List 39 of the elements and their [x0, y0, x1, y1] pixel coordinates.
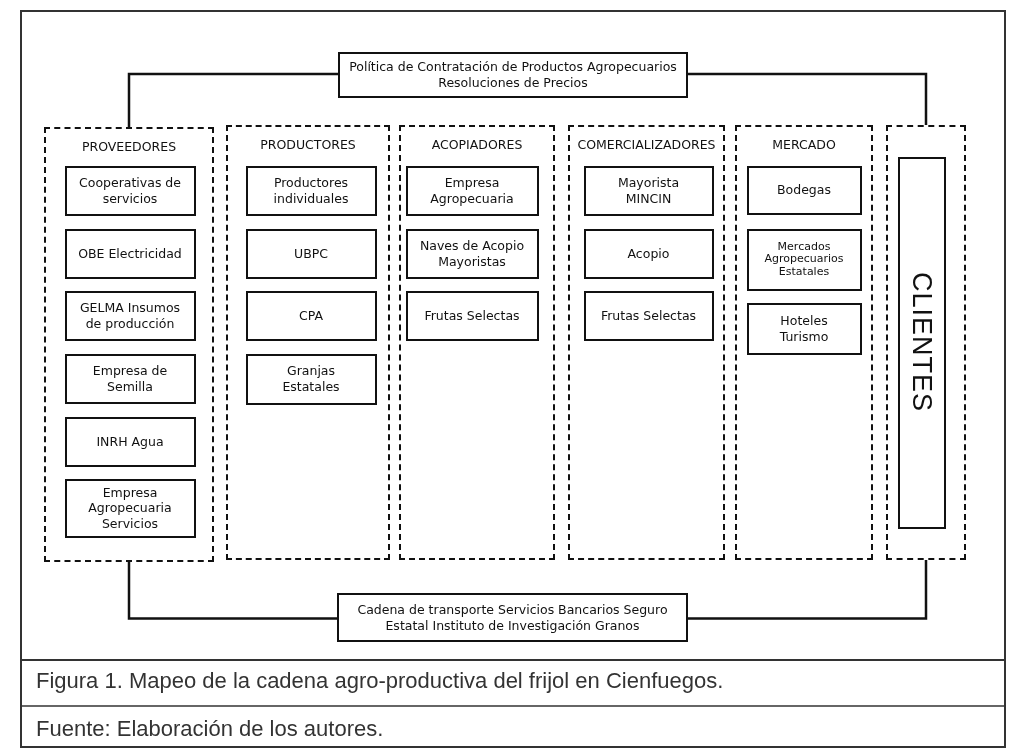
- dashed-column-frame: [44, 127, 214, 562]
- connector-line: [688, 72, 928, 125]
- actor-box: OBE Electricidad: [64, 228, 196, 279]
- column-heading: MERCADO: [771, 137, 837, 152]
- dashed-column-frame: [886, 125, 966, 560]
- actor-box: UBPC: [245, 228, 377, 279]
- info-box: Cadena de transporte Servicios Bancarios Seguro Estatal Instituto de Investigación Granos: [337, 593, 688, 642]
- column-heading: ACOPIADORES: [430, 137, 524, 152]
- actor-box: CLIENTES: [897, 156, 946, 529]
- actor-box: Productores individuales: [245, 165, 377, 216]
- actor-box: Hoteles Turismo: [746, 302, 862, 355]
- dashed-column-frame: [735, 125, 873, 560]
- column-heading: COMERCIALIZADORES: [576, 137, 717, 152]
- dashed-column-frame: [226, 125, 390, 560]
- figure-caption: Figura 1. Mapeo de la cadena agro-productiva del frijol en Cienfuegos.: [36, 668, 724, 694]
- actor-box: Bodegas: [746, 165, 862, 215]
- actor-box: Naves de Acopio Mayoristas: [405, 228, 539, 279]
- actor-box: GELMA Insumos de producción: [64, 290, 196, 341]
- actor-box: Granjas Estatales: [245, 353, 377, 405]
- actor-box: Frutas Selectas: [583, 290, 714, 341]
- actor-box: Mayorista MINCIN: [583, 165, 714, 216]
- source-note: Fuente: Elaboración de los autores.: [36, 716, 384, 742]
- connector-line: [127, 72, 338, 127]
- actor-box: Mercados Agropecuarios Estatales: [746, 228, 862, 291]
- dashed-column-frame: [399, 125, 555, 560]
- actor-box: INRH Agua: [64, 416, 196, 467]
- actor-box: Cooperativas de servicios: [64, 165, 196, 216]
- info-box: Política de Contratación de Productos Agropecuarios Resoluciones de Precios: [338, 52, 688, 98]
- column-heading: PRODUCTORES: [259, 137, 357, 152]
- actor-box: Empresa Agropecuaria: [405, 165, 539, 216]
- column-heading: PROVEEDORES: [80, 139, 178, 154]
- actor-box: Frutas Selectas: [405, 290, 539, 341]
- actor-box: Empresa de Semilla: [64, 353, 196, 404]
- connector-line: [127, 562, 337, 620]
- actor-box: CPA: [245, 290, 377, 341]
- actor-box: Empresa Agropecuaria Servicios: [64, 478, 196, 538]
- dashed-column-frame: [568, 125, 725, 560]
- actor-box: Acopio: [583, 228, 714, 279]
- connector-line: [688, 560, 928, 620]
